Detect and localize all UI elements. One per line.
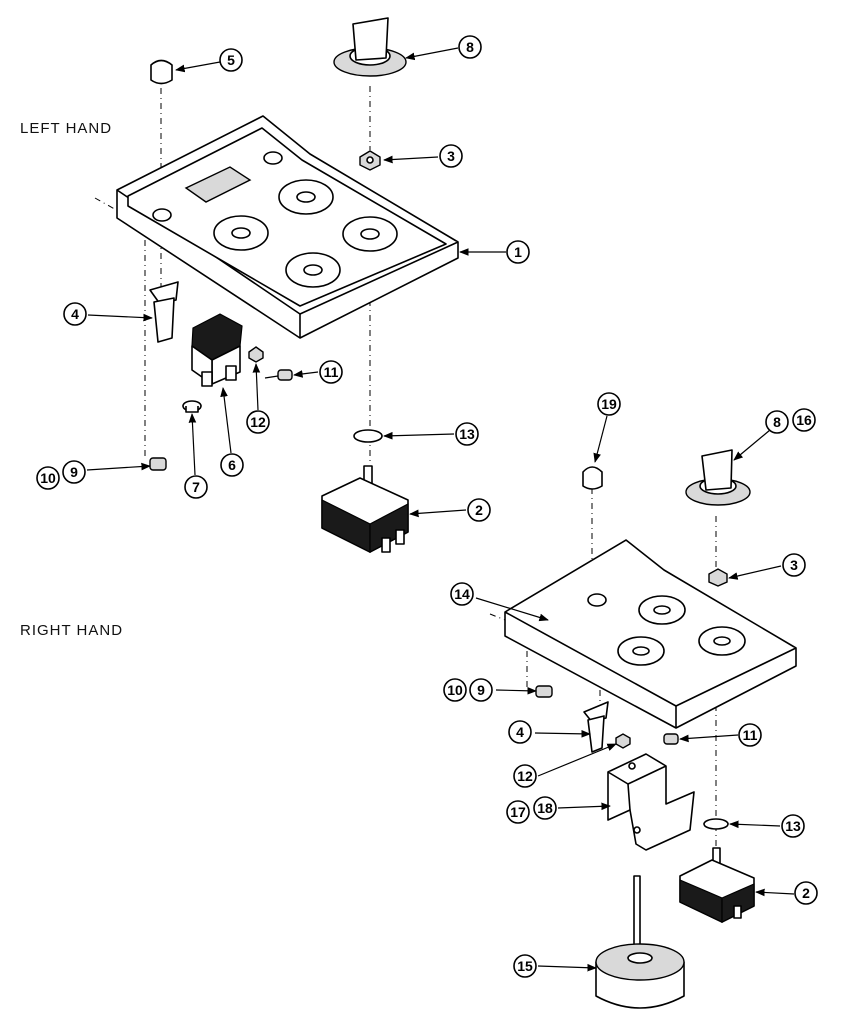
callout-11-left-number: 11 <box>324 364 339 380</box>
callout-4-left-number: 4 <box>71 306 79 322</box>
left-control-panel <box>116 115 459 339</box>
callout-2-left-number: 2 <box>475 502 483 518</box>
nut-left <box>359 150 381 171</box>
callout-8-left: 8 <box>458 35 482 59</box>
button-7 <box>182 400 202 413</box>
callout-2-right-number: 2 <box>802 885 810 901</box>
callout-11-right-number: 11 <box>743 727 758 743</box>
indicator-lens <box>150 59 173 85</box>
left-hand-label: LEFT HAND <box>20 120 113 137</box>
right-control-panel <box>504 539 797 729</box>
lamp-socket-left <box>149 281 179 343</box>
callout-13-left-number: 13 <box>459 426 475 442</box>
callout-2-left: 2 <box>467 498 491 522</box>
callout-12-right-number: 12 <box>517 768 533 784</box>
screw-11-right <box>663 733 679 745</box>
callout-17: 17 <box>506 800 530 824</box>
callout-18-number: 18 <box>537 800 553 816</box>
callout-4-right: 4 <box>508 720 532 744</box>
callout-3-right-number: 3 <box>790 557 798 573</box>
callout-13-right: 13 <box>781 814 805 838</box>
callout-8-left-number: 8 <box>466 39 474 55</box>
callout-7-number: 7 <box>192 479 200 495</box>
callout-10-left-number: 10 <box>40 470 56 486</box>
infinite-switch-right <box>679 847 755 923</box>
callout-18: 18 <box>533 796 557 820</box>
nut-right <box>708 568 728 587</box>
callout-10-right: 10 <box>443 678 467 702</box>
callout-9-right-number: 9 <box>477 682 485 698</box>
callout-9-right: 9 <box>469 678 493 702</box>
callout-3-left: 3 <box>439 144 463 168</box>
callout-11-left: 11 <box>319 360 343 384</box>
indicator-lens-right <box>582 466 603 490</box>
callout-10-right-number: 10 <box>447 682 463 698</box>
callout-3-right: 3 <box>782 553 806 577</box>
callout-12-left-number: 12 <box>250 414 266 430</box>
callout-8-right: 8 <box>765 410 789 434</box>
callout-16-number: 16 <box>796 412 812 428</box>
callout-9-left: 9 <box>62 460 86 484</box>
callout-16: 16 <box>792 408 816 432</box>
callout-1: 1 <box>506 240 530 264</box>
callout-2-right: 2 <box>794 881 818 905</box>
callout-14: 14 <box>450 582 474 606</box>
callout-19: 19 <box>597 392 621 416</box>
o-ring-right <box>703 818 729 830</box>
callout-12-left: 12 <box>246 410 270 434</box>
callout-5: 5 <box>219 48 243 72</box>
callout-12-right: 12 <box>513 764 537 788</box>
callout-13-right-number: 13 <box>785 818 801 834</box>
callout-14-number: 14 <box>454 586 470 602</box>
callout-3-left-number: 3 <box>447 148 455 164</box>
callout-11-right: 11 <box>738 723 762 747</box>
callout-15-number: 15 <box>517 958 533 974</box>
callout-6: 6 <box>220 453 244 477</box>
callout-9-left-number: 9 <box>70 464 78 480</box>
screw-9-right <box>535 685 553 698</box>
callout-8-right-number: 8 <box>773 414 781 430</box>
control-knob-left <box>333 17 407 77</box>
screw-11-left <box>264 369 293 381</box>
callout-4-right-number: 4 <box>516 724 524 740</box>
timer-motor <box>595 875 685 1009</box>
callout-5-number: 5 <box>227 52 235 68</box>
callout-4-left: 4 <box>63 302 87 326</box>
callout-7: 7 <box>184 475 208 499</box>
leader-lines <box>86 47 795 972</box>
callout-10-left: 10 <box>36 466 60 490</box>
screw-12-right <box>615 733 631 749</box>
callout-1-number: 1 <box>514 244 522 260</box>
callout-15: 15 <box>513 954 537 978</box>
screw-9-left <box>149 457 167 471</box>
right-hand-label: RIGHT HAND <box>20 622 124 639</box>
lamp-socket-right <box>583 701 609 753</box>
bracket <box>607 753 695 851</box>
callout-19-number: 19 <box>601 396 617 412</box>
callout-6-number: 6 <box>228 457 236 473</box>
infinite-switch-left <box>321 465 409 553</box>
callout-13-left: 13 <box>455 422 479 446</box>
callout-17-number: 17 <box>510 804 526 820</box>
screw-12-left <box>248 346 264 363</box>
control-knob-right <box>685 449 751 506</box>
rocker-switch <box>191 313 243 387</box>
o-ring-left <box>353 429 383 443</box>
